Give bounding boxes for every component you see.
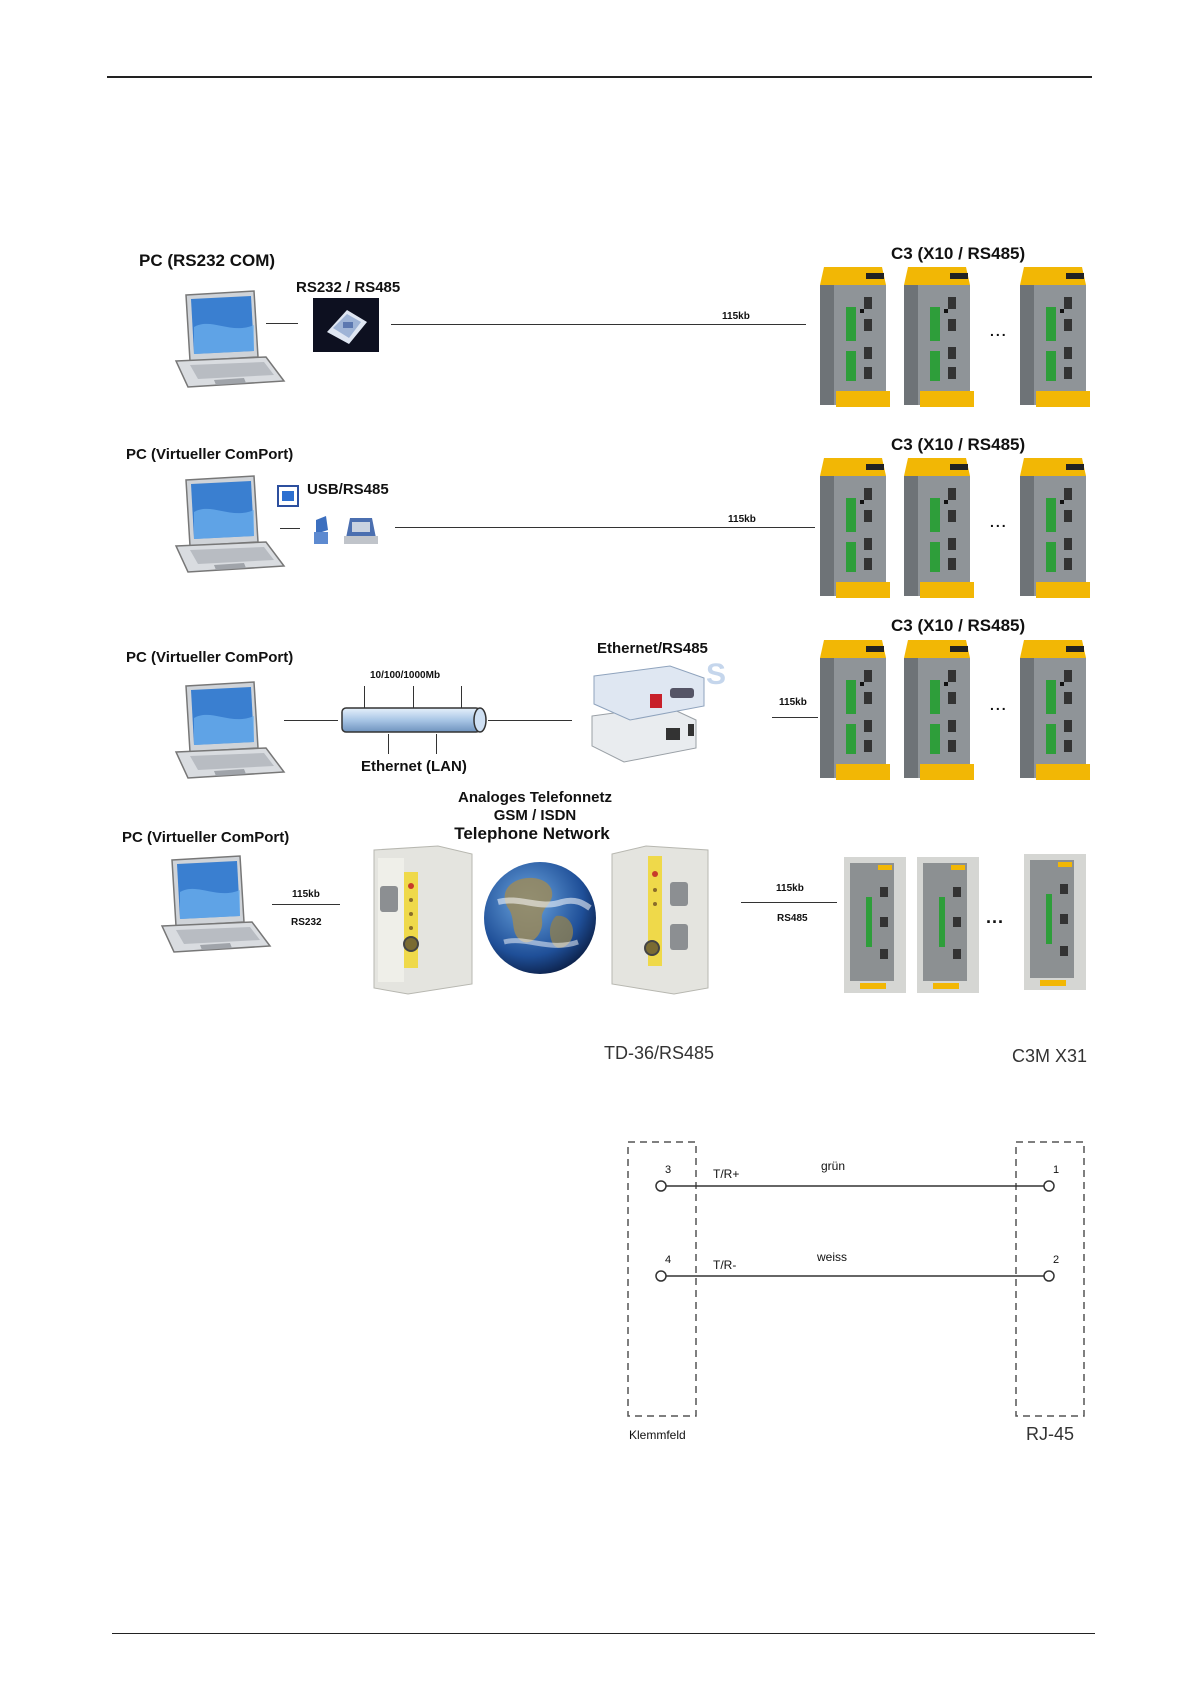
terminal-1 [1043,1180,1055,1192]
row2-pc-cable [280,528,300,529]
row1-speed: 115kb [722,311,750,322]
wire2-right-pin: 2 [1053,1254,1060,1266]
row3-ellipsis: ... [990,697,1008,713]
row1-drive-1 [820,267,890,407]
wire1-color-name: grün [821,1159,846,1173]
row4-speed-right: 115kb [776,883,804,894]
wire1-left-pin: 3 [665,1164,672,1176]
wire2-color-name: weiss [817,1250,848,1264]
row2-speed: 115kb [728,514,756,525]
row3-drive-2 [904,640,974,780]
row4-drives-label: C3M X31 [1012,1046,1088,1066]
row4-laptop-icon [161,855,271,953]
terminal-4 [655,1270,667,1282]
row2-drive-3 [1020,458,1090,598]
row4-network-title-line1: Analoges Telefonnetz [458,789,612,806]
row1-drives-label: C3 (X10 / RS485) [891,244,1026,263]
row4-rs232-line [272,904,340,905]
row2-drives-label: C3 (X10 / RS485) [891,435,1026,454]
usb-logo-icon [277,485,299,507]
row1-pc-cable [266,323,298,324]
td36-modem-right-icon [611,845,709,995]
rs232-rs485-converter-icon [313,298,379,352]
row1-pc-label: PC (RS232 COM) [139,251,276,270]
row1-drive-2 [904,267,974,407]
row3-tick-4 [388,734,389,754]
row2-rs485-line [395,527,815,528]
row4-rs485-line [741,902,837,903]
row3-drive-3 [1020,640,1090,780]
terminal-2 [1043,1270,1055,1282]
row3-lan-to-converter-line [488,720,572,721]
usb-rs485-adapter-icon [314,516,378,544]
row2-drive-1 [820,458,890,598]
row1-rs485-line [391,324,806,325]
ethernet-lan-cable-icon [341,707,487,733]
row3-network-label: Ethernet (LAN) [361,758,467,775]
row4-pc-label: PC (Virtueller ComPort) [122,829,290,846]
row3-drive-1 [820,640,890,780]
klemmfeld-block [627,1141,697,1417]
wire2-left-signal: T/R- [713,1258,737,1272]
row3-tick-2 [413,686,414,708]
row3-tick-3 [461,686,462,708]
row4-network-title-line2: GSM / ISDN [493,807,577,824]
wire1-left-signal: T/R+ [713,1167,740,1181]
row1-converter-label: RS232 / RS485 [296,279,401,296]
td36-modem-left-icon [373,845,473,995]
row4-network-title-line3: Telephone Network [454,824,610,843]
klemmfeld-label: Klemmfeld [629,1428,686,1442]
row3-rs485-line [772,717,818,718]
wire2-left-pin: 4 [665,1254,672,1266]
rj45-label: RJ-45 [1026,1424,1075,1444]
row3-network-speed: 10/100/1000Mb [370,670,441,681]
row4-drive-3 [1024,854,1086,990]
row4-drive-2 [917,857,979,993]
row4-ellipsis: ... [986,907,1005,927]
row4-protocol-right: RS485 [777,913,808,924]
row4-speed-left: 115kb [292,889,320,900]
row3-drives-label: C3 (X10 / RS485) [891,616,1026,635]
row1-ellipsis: ... [990,323,1008,339]
row3-pc-label: PC (Virtueller ComPort) [126,649,294,666]
row4-protocol-left: RS232 [291,917,322,928]
row2-ellipsis: ... [990,514,1008,530]
row2-drive-2 [904,458,974,598]
row2-pc-label: PC (Virtueller ComPort) [126,446,294,463]
footer-rule [112,1633,1095,1634]
svg-text:S: S [706,662,726,691]
row3-laptop-icon [175,681,285,779]
row4-drive-1 [844,857,906,993]
wire1-right-pin: 1 [1053,1164,1060,1176]
ethernet-rs485-converter-icon: S [591,662,726,763]
row2-converter-label: USB/RS485 [307,481,389,498]
row3-tick-1 [364,686,365,708]
earth-globe-icon [484,862,596,974]
header-rule [107,76,1092,78]
row2-laptop-icon [175,475,285,573]
row3-pc-cable [284,720,338,721]
wiring-diagram [627,1141,1085,1417]
terminal-3 [655,1180,667,1192]
row3-converter-label: Ethernet/RS485 [597,640,708,657]
row1-drive-3 [1020,267,1090,407]
row3-speed: 115kb [779,697,807,708]
rj45-block [1015,1141,1085,1417]
row3-tick-5 [436,734,437,754]
row4-modem-label: TD-36/RS485 [604,1043,715,1063]
row1-laptop-icon [175,290,285,388]
